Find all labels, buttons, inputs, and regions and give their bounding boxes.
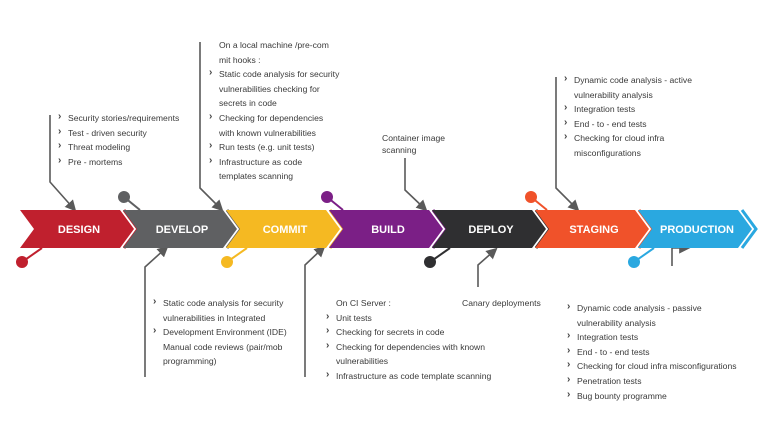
- stage-staging: STAGING: [525, 191, 655, 249]
- stage-marker-dot: [321, 191, 333, 203]
- stage-marker-dot: [628, 256, 640, 268]
- develop-note-item: vulnerabilities in Integrated: [163, 312, 266, 323]
- commit-heading: On a local machine /pre-com: [219, 40, 329, 50]
- stage-arrow-shape: [226, 210, 340, 248]
- design-note-item: Pre - mortems: [58, 154, 179, 170]
- build-note-item: Checking for secrets in code: [326, 324, 491, 340]
- stage-label: COMMIT: [263, 224, 308, 236]
- production-note-item: End - to - end tests: [567, 344, 737, 360]
- staging-note-item: End - to - end tests: [564, 116, 692, 132]
- build-notes: On CI Server : Unit tests Checking for s…: [326, 296, 491, 384]
- stage-label: DESIGN: [58, 224, 100, 236]
- develop-notes: Static code analysis for security vulner…: [153, 295, 287, 369]
- staging-note-item: Integration tests: [564, 101, 692, 117]
- deploy-top-connector: [404, 158, 428, 212]
- stage-commit: COMMIT: [221, 209, 346, 268]
- build-note-item: Infrastructure as code template scanning: [326, 368, 491, 384]
- stage-label: BUILD: [371, 224, 405, 236]
- deploy-top-note: Container image scanning: [382, 132, 445, 156]
- develop-note-item: programming): [163, 356, 217, 367]
- production-connector: [671, 242, 691, 266]
- production-notes: Dynamic code analysis - passivevulnerabi…: [567, 300, 737, 404]
- build-note-item: Unit tests: [326, 310, 491, 326]
- commit-connector: [199, 42, 224, 212]
- commit-note-item: Static code analysis for securityvulnera…: [209, 66, 339, 111]
- deploy-top-line: Container image: [382, 133, 446, 143]
- stage-arrow-shape: [432, 210, 546, 248]
- stage-design: DESIGN: [16, 209, 140, 268]
- staging-note-item: Dynamic code analysis - activevulnerabil…: [564, 72, 692, 102]
- stage-arrow-tip: [740, 209, 758, 249]
- production-note-item: Dynamic code analysis - passivevulnerabi…: [567, 300, 737, 330]
- production-note-item: Integration tests: [567, 329, 737, 345]
- design-connector: [49, 115, 77, 212]
- design-note-item: Threat modeling: [58, 139, 179, 155]
- production-note-item: Penetration tests: [567, 373, 737, 389]
- stage-develop: DEVELOP: [118, 191, 243, 249]
- develop-note-item: Development Environment (IDE): [153, 324, 287, 340]
- stage-label: STAGING: [569, 224, 618, 236]
- stage-marker-dot: [118, 191, 130, 203]
- deploy-bottom-line: Canary deployments: [462, 298, 541, 308]
- commit-notes: On a local machine /pre-com mit hooks : …: [209, 38, 339, 184]
- deploy-bottom-connector: [477, 247, 498, 287]
- commit-note-item: Run tests (e.g. unit tests): [209, 139, 339, 155]
- stage-arrow-shape: [20, 210, 134, 248]
- stage-marker-dot: [16, 256, 28, 268]
- design-note-item: Test - driven security: [58, 125, 179, 141]
- stage-label: DEPLOY: [468, 224, 514, 236]
- stage-deploy: DEPLOY: [424, 209, 552, 268]
- develop-connector: [144, 245, 169, 377]
- design-note-item: Security stories/requirements: [58, 110, 179, 126]
- stage-arrows: DESIGN DEVELOP COMMIT BUILD DEPLOY STAGING PRO…: [16, 191, 758, 268]
- connector-lines: [49, 42, 691, 377]
- staging-note-item: Checking for cloud inframisconfiguration…: [564, 130, 692, 160]
- commit-heading: mit hooks :: [219, 54, 261, 65]
- staging-notes: Dynamic code analysis - activevulnerabil…: [564, 72, 692, 161]
- stage-marker-dot: [525, 191, 537, 203]
- deploy-bottom-note: Canary deployments: [462, 297, 541, 309]
- stage-arrow-shape: [535, 210, 649, 248]
- develop-note-item: Manual code reviews (pair/mob: [163, 341, 283, 352]
- production-note-item: Checking for cloud infra misconfiguratio…: [567, 358, 737, 374]
- production-note-item: Bug bounty programme: [567, 388, 737, 404]
- build-connector: [304, 245, 326, 377]
- stage-arrow-shape: [638, 210, 752, 248]
- deploy-top-line: scanning: [382, 145, 417, 155]
- stage-marker-dot: [424, 256, 436, 268]
- develop-note-item: Static code analysis for security: [153, 295, 287, 311]
- stage-label: DEVELOP: [156, 224, 209, 236]
- stage-label: PRODUCTION: [660, 224, 734, 236]
- build-note-item: Checking for dependencies with knownvuln…: [326, 339, 491, 369]
- stage-arrow-shape: [329, 210, 443, 248]
- stage-arrow-shape: [123, 210, 237, 248]
- build-heading: On CI Server :: [336, 298, 391, 308]
- design-notes: Security stories/requirements Test - dri…: [58, 110, 179, 170]
- staging-connector: [555, 77, 580, 212]
- stage-production: PRODUCTION: [628, 209, 758, 268]
- stage-build: BUILD: [321, 191, 449, 249]
- stage-marker-dot: [221, 256, 233, 268]
